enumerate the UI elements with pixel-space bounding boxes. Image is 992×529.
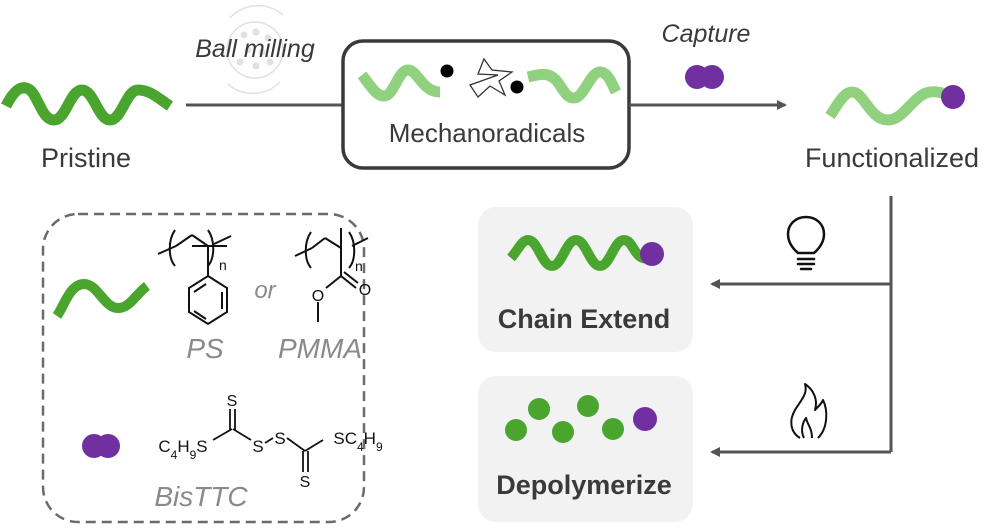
bisttc-left-group: C4H9S [158, 437, 207, 462]
flame-icon [790, 383, 828, 439]
bisttc-thione-s-top: S [227, 393, 238, 410]
chain-extend-label: Chain Extend [498, 304, 671, 334]
mechanoradicals-box [341, 39, 631, 170]
functionalized-label: Functionalized [805, 143, 979, 173]
functionalized-end-group [941, 85, 965, 109]
mechanoradicals-label: Mechanoradicals [389, 118, 586, 148]
ps-label: PS [186, 333, 224, 364]
bisttc-sulfur-1: S [252, 437, 263, 456]
bisttc-sulfur-2: S [274, 429, 285, 448]
pmma-subscript: n [355, 258, 363, 274]
radical-chain-right [526, 66, 621, 104]
legend-box [41, 212, 366, 524]
bisttc-thione-s-bottom: S [300, 474, 311, 491]
functionalized-polymer-chain [825, 86, 953, 126]
legend-capture-agent-icon [82, 434, 120, 458]
ps-subscript: n [219, 257, 227, 273]
bisttc-label: BisTTC [154, 481, 248, 512]
depolymerize-label: Depolymerize [496, 470, 672, 500]
radical-dot-right [510, 80, 524, 94]
pmma-label: PMMA [278, 333, 362, 364]
or-label: or [254, 277, 276, 304]
pmma-oxygen-carbonyl: O [359, 282, 371, 299]
radical-dot-left [440, 64, 454, 78]
legend-polymer-chain [52, 278, 151, 319]
pmma-structure [294, 228, 369, 322]
extended-end-group [640, 242, 664, 266]
capture-label: Capture [662, 20, 751, 48]
ball-milling-label: Ball milling [195, 35, 315, 63]
ball-mill-icon [226, 4, 284, 95]
bond-scission-star-icon [468, 57, 514, 98]
bisttc-right-group: SC4H9 [333, 429, 383, 454]
pmma-oxygen-ester: O [312, 288, 324, 305]
pristine-label: Pristine [41, 143, 131, 173]
capture-agent-icon [685, 65, 724, 89]
monomer-dots [505, 395, 657, 443]
radical-chain-left [357, 64, 441, 102]
extended-polymer-chain [507, 234, 652, 272]
ps-structure [157, 229, 232, 326]
pristine-polymer-chain [1, 82, 174, 126]
lightbulb-icon [786, 215, 826, 271]
bisttc-structure [212, 409, 324, 472]
